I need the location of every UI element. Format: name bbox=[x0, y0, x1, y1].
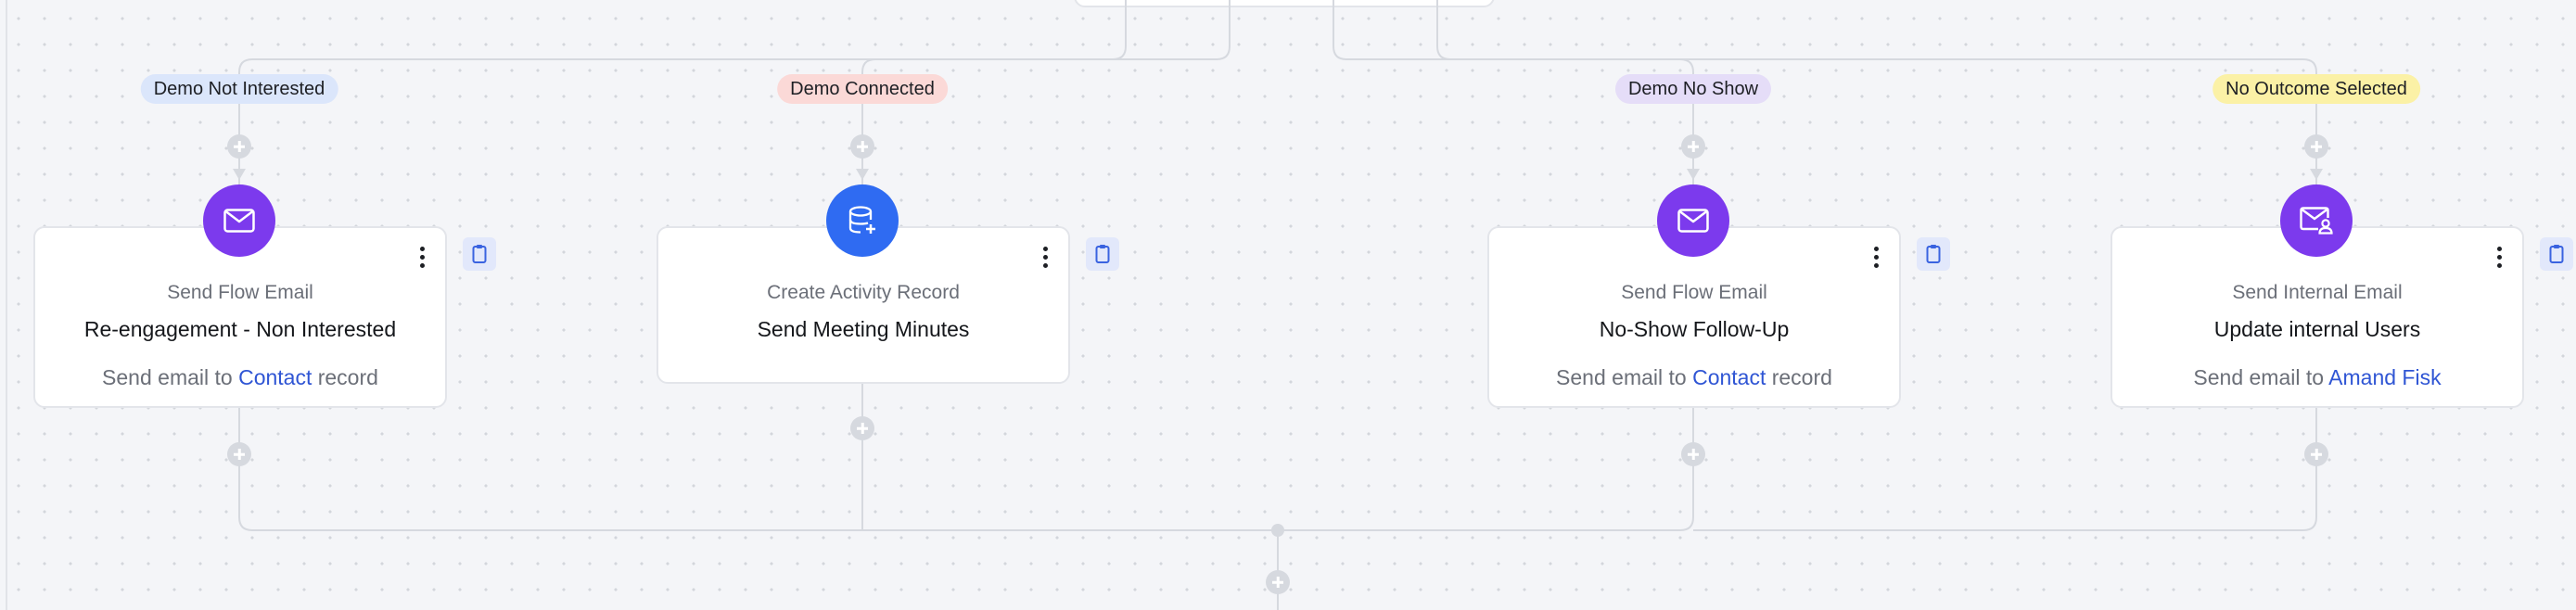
add-step-button[interactable] bbox=[1681, 442, 1705, 466]
more-options-icon[interactable] bbox=[1040, 247, 1050, 271]
envelope-icon bbox=[1657, 184, 1729, 257]
add-step-button[interactable] bbox=[2304, 442, 2328, 466]
arrow-head-1 bbox=[233, 169, 246, 180]
clipboard-icon[interactable] bbox=[1086, 237, 1119, 271]
arrow-head-3 bbox=[1687, 169, 1700, 180]
step-title: Update internal Users bbox=[2213, 317, 2421, 341]
arrow-head-4 bbox=[2310, 169, 2323, 180]
connector-branch-1 bbox=[238, 0, 1127, 226]
description-text: Send email to bbox=[2193, 365, 2329, 389]
step-title: Re-engagement - Non Interested bbox=[83, 317, 397, 341]
step-type: Create Activity Record bbox=[767, 282, 960, 303]
connector-merge-1 bbox=[238, 408, 1278, 531]
more-options-icon[interactable] bbox=[2494, 247, 2504, 271]
clipboard-icon[interactable] bbox=[2540, 237, 2573, 271]
step-card-create-activity-record[interactable]: Create Activity Record Send Meeting Minu… bbox=[657, 226, 1070, 384]
clipboard-icon[interactable] bbox=[1917, 237, 1950, 271]
step-type: Send Flow Email bbox=[1621, 282, 1767, 303]
branch-label-demo-not-interested[interactable]: Demo Not Interested bbox=[140, 74, 338, 104]
step-description: Send email to Contact record bbox=[35, 365, 445, 390]
envelope-icon bbox=[203, 184, 275, 257]
add-step-button[interactable] bbox=[850, 134, 874, 159]
connector-branch-2 bbox=[861, 0, 1231, 226]
database-plus-icon bbox=[826, 184, 899, 257]
recipient-link[interactable]: Amand Fisk bbox=[2328, 365, 2442, 389]
merge-point bbox=[1271, 524, 1284, 537]
clipboard-icon[interactable] bbox=[463, 237, 496, 271]
step-type: Send Internal Email bbox=[2232, 282, 2403, 303]
step-card-send-flow-email-no-show[interactable]: Send Flow Email No-Show Follow-Up Send e… bbox=[1487, 226, 1901, 408]
step-card-send-flow-email[interactable]: Send Flow Email Re-engagement - Non Inte… bbox=[33, 226, 447, 408]
step-description: Send email to Contact record bbox=[1489, 365, 1899, 390]
connector-branch-3 bbox=[1333, 0, 1694, 226]
add-step-button[interactable] bbox=[2304, 134, 2328, 159]
more-options-icon[interactable] bbox=[417, 247, 427, 271]
connector-merge-4 bbox=[1693, 408, 2317, 531]
step-title: Send Meeting Minutes bbox=[757, 317, 970, 341]
more-options-icon[interactable] bbox=[1871, 247, 1881, 271]
description-text: Send email to bbox=[1556, 365, 1693, 389]
canvas-left-border bbox=[6, 0, 7, 610]
connector-merge-3 bbox=[1278, 408, 1694, 531]
step-title: No-Show Follow-Up bbox=[1599, 317, 1790, 341]
envelope-user-icon bbox=[2280, 184, 2353, 257]
branch-label-demo-no-show[interactable]: Demo No Show bbox=[1614, 74, 1772, 104]
add-step-button[interactable] bbox=[227, 134, 251, 159]
recipient-link[interactable]: Contact bbox=[238, 365, 312, 389]
branch-label-demo-connected[interactable]: Demo Connected bbox=[777, 74, 948, 104]
recipient-link[interactable]: Contact bbox=[1692, 365, 1766, 389]
step-type: Send Flow Email bbox=[167, 282, 313, 303]
add-step-button[interactable] bbox=[850, 416, 874, 440]
add-step-button[interactable] bbox=[227, 442, 251, 466]
add-step-button[interactable] bbox=[1266, 570, 1290, 594]
add-step-button[interactable] bbox=[1681, 134, 1705, 159]
branch-label-no-outcome-selected[interactable]: No Outcome Selected bbox=[2213, 74, 2420, 104]
description-text: Send email to bbox=[102, 365, 239, 389]
description-suffix: record bbox=[1766, 365, 1832, 389]
description-suffix: record bbox=[312, 365, 378, 389]
connector-branch-4 bbox=[1436, 0, 2317, 226]
step-description: Send email to Amand Fisk bbox=[2112, 365, 2522, 390]
arrow-head-2 bbox=[856, 169, 869, 180]
